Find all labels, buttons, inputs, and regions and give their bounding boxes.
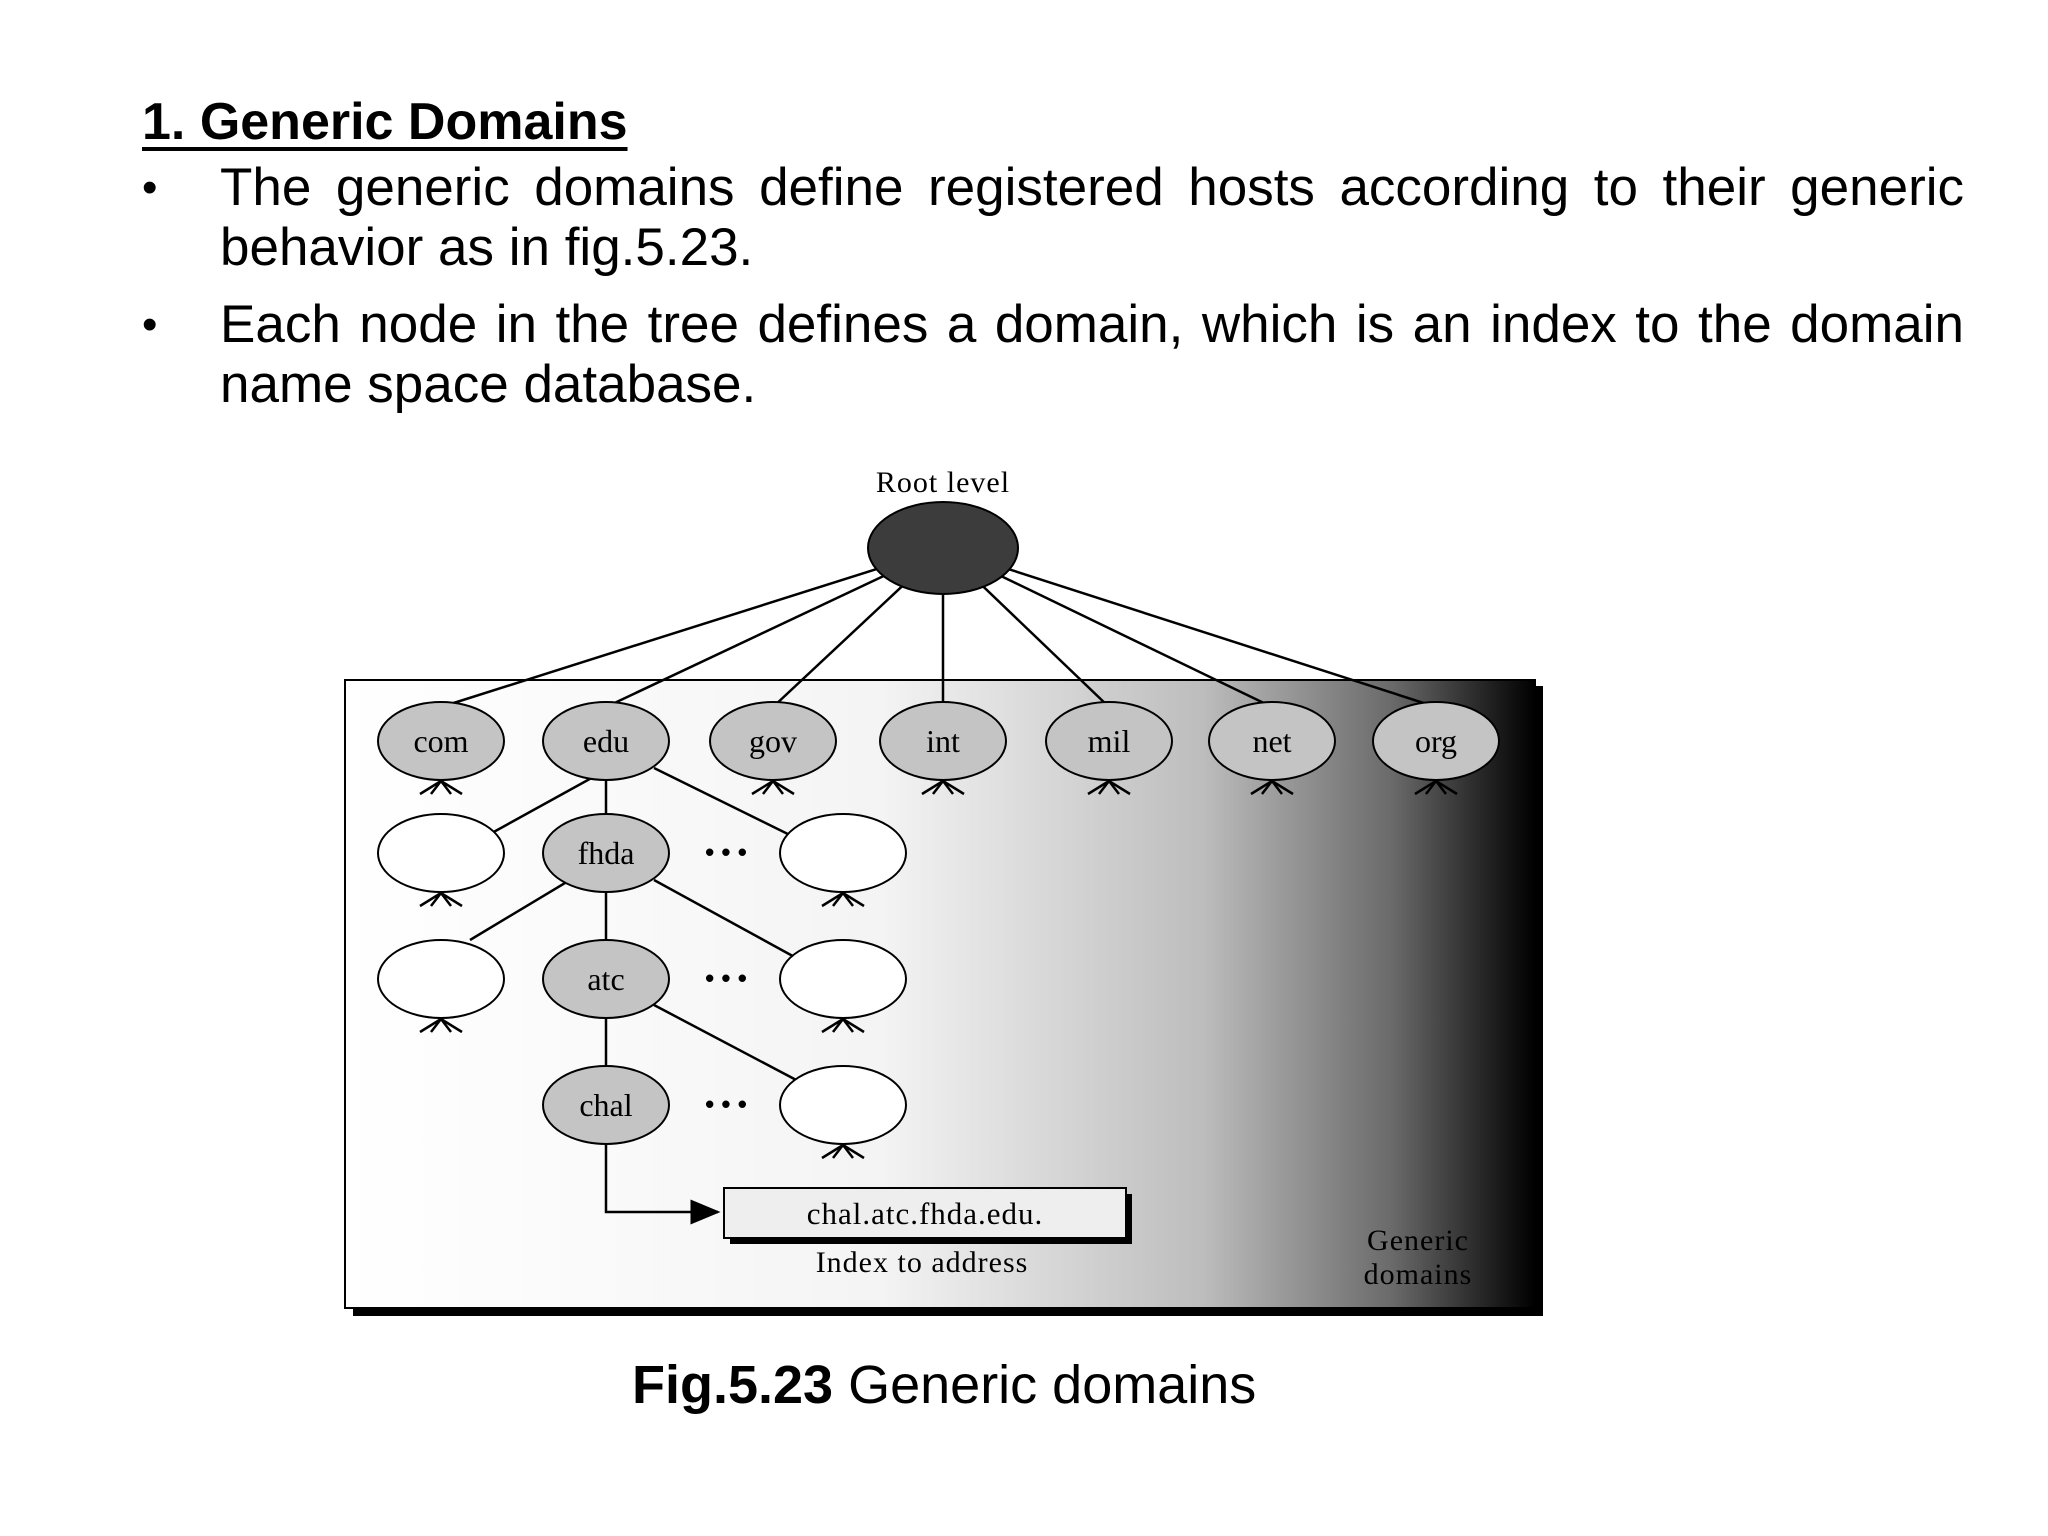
root-level-label: Root level: [876, 466, 1010, 499]
empty-node: [779, 1065, 907, 1145]
bullet-item: • Each node in the tree defines a domain…: [142, 295, 1964, 415]
domain-label-org: org: [1415, 723, 1457, 759]
bullet-item: • The generic domains define registered …: [142, 158, 1964, 278]
top-domain-labels: com edu gov int mil net org: [413, 723, 1457, 759]
domain-label-net: net: [1252, 723, 1291, 759]
root-node: [867, 501, 1019, 595]
empty-node: [377, 939, 505, 1019]
figure-number: Fig.5.23: [632, 1355, 834, 1415]
bullet-list: • The generic domains define registered …: [142, 158, 1964, 432]
figure-caption: Fig.5.23 Generic domains: [632, 1354, 1256, 1416]
domain-label-int: int: [926, 723, 960, 759]
path-node-fhda: [542, 813, 670, 893]
bullet-icon: •: [142, 163, 158, 212]
domain-label-com: com: [413, 723, 468, 759]
top-domain-nodes: [377, 701, 1500, 781]
path-label-fhda: fhda: [578, 835, 635, 871]
bullet-text: Each node in the tree defines a domain, …: [220, 295, 1964, 414]
generic-domains-label-line2: domains: [1364, 1258, 1473, 1291]
empty-node: [779, 813, 907, 893]
child-stubs: [419, 778, 1458, 1160]
path-labels: fhda atc chal: [578, 835, 635, 1123]
domain-node-edu: [542, 701, 670, 781]
ellipsis-mark: • • •: [705, 963, 747, 993]
ellipsis-marks: • • • • • • • • •: [705, 837, 747, 1119]
ellipsis-mark: • • •: [705, 1089, 747, 1119]
domain-label-gov: gov: [749, 723, 797, 759]
path-node-atc: [542, 939, 670, 1019]
subtree-edges: [469, 766, 801, 1084]
empty-node: [377, 813, 505, 893]
path-label-atc: atc: [587, 961, 624, 997]
address-text: chal.atc.fhda.edu.: [807, 1196, 1044, 1231]
address-caption: Index to address: [816, 1246, 1029, 1279]
domain-label-mil: mil: [1088, 723, 1131, 759]
path-label-chal: chal: [579, 1087, 632, 1123]
empty-node: [779, 939, 907, 1019]
bullet-icon: •: [142, 300, 158, 349]
index-arrow: [604, 1142, 721, 1225]
figure-title: Generic domains: [848, 1355, 1257, 1415]
path-node-chal: [542, 1065, 670, 1145]
ellipsis-mark: • • •: [705, 837, 747, 867]
domain-label-edu: edu: [583, 723, 629, 759]
bullet-text: The generic domains define registered ho…: [220, 158, 1964, 277]
address-box: [723, 1187, 1127, 1239]
generic-domains-label-line1: Generic: [1367, 1224, 1469, 1257]
section-heading: 1. Generic Domains: [142, 93, 628, 151]
